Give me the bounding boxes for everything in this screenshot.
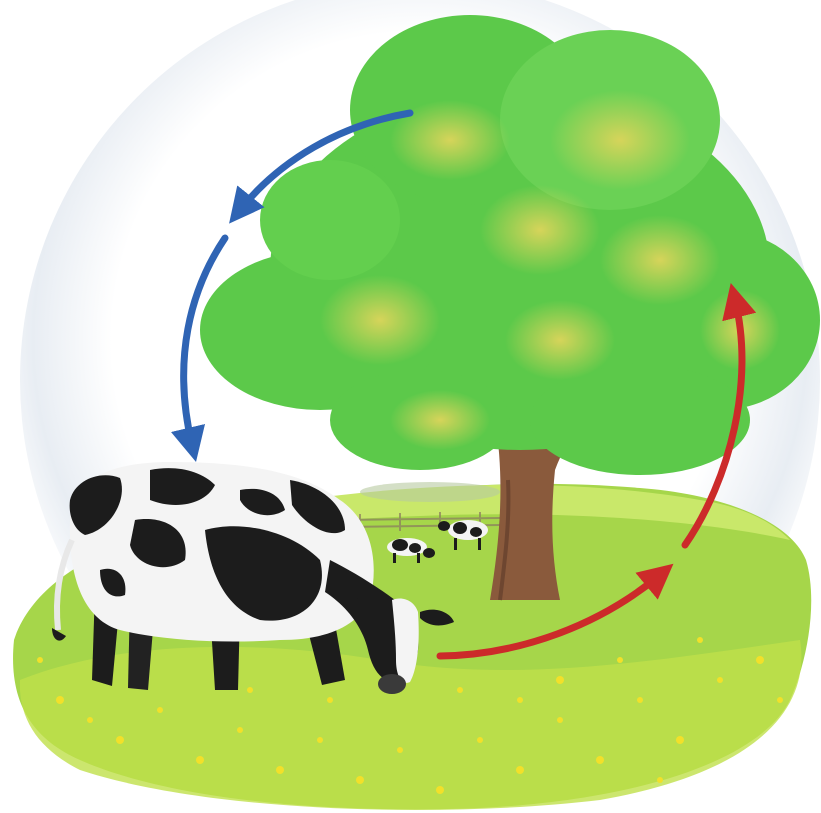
- cycle-diagram: [0, 0, 821, 813]
